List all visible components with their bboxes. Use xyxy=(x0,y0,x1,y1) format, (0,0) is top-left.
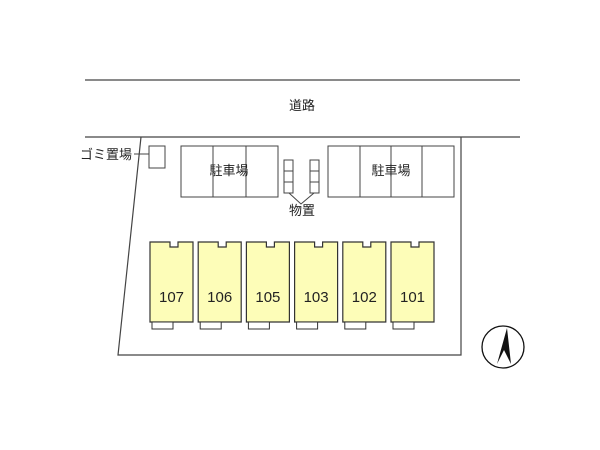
unit-body xyxy=(197,241,242,323)
garbage-label: ゴミ置場 xyxy=(80,147,132,163)
apartment-unit: 106 xyxy=(197,241,242,330)
unit-body xyxy=(342,241,387,323)
storage-label: 物置 xyxy=(289,204,315,219)
unit-body xyxy=(390,241,435,323)
unit-entrance-step xyxy=(151,321,174,330)
unit-entrance-step xyxy=(247,321,270,330)
lot-boundary xyxy=(117,136,462,356)
compass-needle xyxy=(497,328,511,364)
unit-entrance-step xyxy=(199,321,222,330)
unit-entrance-step xyxy=(344,321,367,330)
north-arrow-icon xyxy=(481,325,525,369)
unit-entrance-step xyxy=(296,321,319,330)
unit-number: 101 xyxy=(400,289,425,306)
storage-box xyxy=(283,159,294,194)
unit-number: 105 xyxy=(255,289,280,306)
unit-body xyxy=(294,241,339,323)
unit-number: 102 xyxy=(352,289,377,306)
storage-leader-line xyxy=(288,192,315,205)
apartment-unit: 105 xyxy=(245,241,290,330)
garbage-area: ゴミ置場 xyxy=(80,145,166,169)
apartment-unit: 103 xyxy=(294,241,339,330)
storage-box xyxy=(309,159,320,194)
storage-area: 物置 xyxy=(283,159,320,219)
parking-left-label: 駐車場 xyxy=(209,164,248,179)
unit-body xyxy=(245,241,290,323)
parking-right: 駐車場 xyxy=(327,145,455,198)
garbage-box xyxy=(148,145,166,169)
parking-left: 駐車場 xyxy=(180,145,279,198)
apartment-unit: 101 xyxy=(390,241,435,330)
unit-number: 103 xyxy=(304,289,329,306)
road: 道路 xyxy=(85,79,520,138)
unit-number: 107 xyxy=(159,289,184,306)
apartment-building: 107 106 105 103 102 101 xyxy=(149,241,435,330)
road-label: 道路 xyxy=(289,98,315,114)
apartment-unit: 107 xyxy=(149,241,194,330)
parking-left-outline xyxy=(180,145,279,198)
unit-body xyxy=(149,241,194,323)
unit-entrance-step xyxy=(392,321,415,330)
apartment-unit: 102 xyxy=(342,241,387,330)
unit-number: 106 xyxy=(207,289,232,306)
parking-right-label: 駐車場 xyxy=(371,164,410,179)
